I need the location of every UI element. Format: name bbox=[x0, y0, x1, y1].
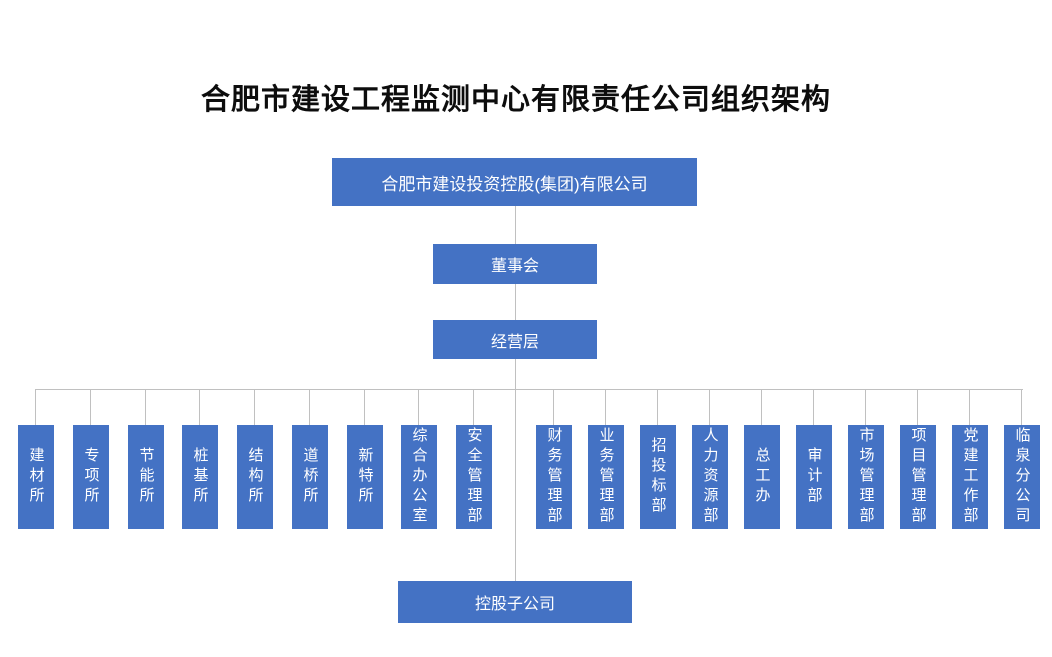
dept-cell: 招投标部 bbox=[640, 389, 676, 529]
dept-cell: 新特所 bbox=[347, 389, 383, 529]
dept-cell: 总工办 bbox=[744, 389, 780, 529]
node-department: 节能所 bbox=[128, 425, 164, 529]
dept-cell: 财务管理部 bbox=[536, 389, 572, 529]
dept-cell: 综合办公室 bbox=[401, 389, 437, 529]
connector-board-to-management bbox=[515, 284, 516, 320]
dept-cell: 人力资源部 bbox=[692, 389, 728, 529]
node-department: 项目管理部 bbox=[900, 425, 936, 529]
connector-department-bus bbox=[36, 389, 1023, 390]
node-department: 结构所 bbox=[237, 425, 273, 529]
node-parent-company: 合肥市建设投资控股(集团)有限公司 bbox=[332, 158, 697, 206]
dept-cell: 安全管理部 bbox=[456, 389, 492, 529]
dept-cell: 建材所 bbox=[18, 389, 54, 529]
dept-cell: 桩基所 bbox=[182, 389, 218, 529]
node-department: 专项所 bbox=[73, 425, 109, 529]
connector-drop bbox=[709, 389, 710, 425]
connector-drop bbox=[473, 389, 474, 425]
dept-cell: 业务管理部 bbox=[588, 389, 624, 529]
node-department: 党建工作部 bbox=[952, 425, 988, 529]
connector-drop bbox=[199, 389, 200, 425]
node-department: 总工办 bbox=[744, 425, 780, 529]
page-title: 合肥市建设工程监测中心有限责任公司组织架构 bbox=[200, 84, 831, 116]
connector-drop bbox=[761, 389, 762, 425]
dept-cell: 结构所 bbox=[237, 389, 273, 529]
node-department: 财务管理部 bbox=[536, 425, 572, 529]
dept-cell: 审计部 bbox=[796, 389, 832, 529]
connector-parent-to-board bbox=[515, 206, 516, 244]
connector-drop bbox=[553, 389, 554, 425]
node-department: 桩基所 bbox=[182, 425, 218, 529]
dept-cell: 专项所 bbox=[73, 389, 109, 529]
node-board: 董事会 bbox=[433, 244, 597, 284]
node-department: 审计部 bbox=[796, 425, 832, 529]
connector-drop bbox=[1021, 389, 1022, 425]
dept-cell: 节能所 bbox=[128, 389, 164, 529]
connector-management-to-subsidiaries bbox=[515, 359, 516, 581]
connector-drop bbox=[35, 389, 36, 425]
node-department: 建材所 bbox=[18, 425, 54, 529]
connector-drop bbox=[605, 389, 606, 425]
node-department: 人力资源部 bbox=[692, 425, 728, 529]
connector-drop bbox=[657, 389, 658, 425]
dept-cell: 党建工作部 bbox=[952, 389, 988, 529]
node-subsidiaries: 控股子公司 bbox=[398, 581, 632, 623]
connector-drop bbox=[309, 389, 310, 425]
node-department: 招投标部 bbox=[640, 425, 676, 529]
connector-drop bbox=[969, 389, 970, 425]
connector-drop bbox=[364, 389, 365, 425]
node-management: 经营层 bbox=[433, 320, 597, 359]
dept-cell: 项目管理部 bbox=[900, 389, 936, 529]
dept-cell: 市场管理部 bbox=[848, 389, 884, 529]
connector-drop bbox=[917, 389, 918, 425]
connector-drop bbox=[865, 389, 866, 425]
node-department: 综合办公室 bbox=[401, 425, 437, 529]
dept-cell: 临泉分公司 bbox=[1004, 389, 1040, 529]
connector-drop bbox=[90, 389, 91, 425]
node-department: 业务管理部 bbox=[588, 425, 624, 529]
connector-drop bbox=[813, 389, 814, 425]
node-department: 安全管理部 bbox=[456, 425, 492, 529]
node-department: 道桥所 bbox=[292, 425, 328, 529]
node-department: 市场管理部 bbox=[848, 425, 884, 529]
connector-drop bbox=[418, 389, 419, 425]
dept-cell: 道桥所 bbox=[292, 389, 328, 529]
node-department: 临泉分公司 bbox=[1004, 425, 1040, 529]
connector-drop bbox=[254, 389, 255, 425]
node-department: 新特所 bbox=[347, 425, 383, 529]
connector-drop bbox=[145, 389, 146, 425]
